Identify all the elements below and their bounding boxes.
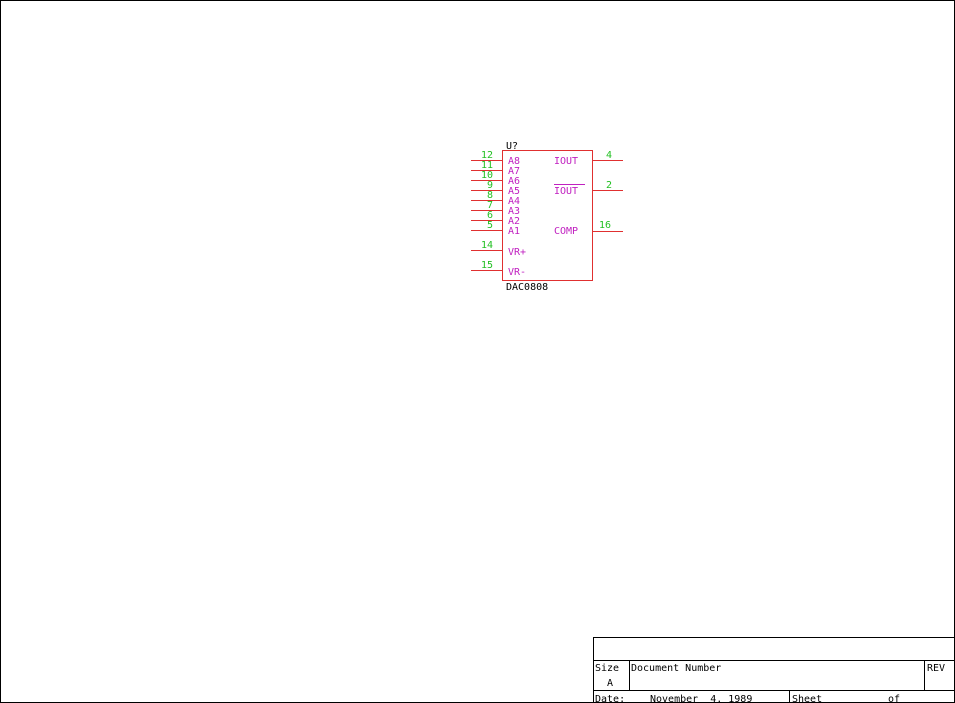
pin-number: 11: [481, 160, 493, 171]
pin-name: VR-: [508, 267, 526, 278]
pin-name: IOUT: [554, 186, 578, 197]
document-number-label: Document Number: [631, 663, 721, 674]
pin-number: 5: [487, 220, 493, 231]
component-refdes: U?: [506, 141, 518, 152]
pin-number: 15: [481, 260, 493, 271]
pin-name: VR+: [508, 247, 526, 258]
sheet-label: Sheet: [792, 694, 822, 703]
pin-number: 9: [487, 180, 493, 191]
size-value: A: [607, 678, 613, 689]
pin-name: IOUT: [554, 156, 578, 167]
component-body: [502, 150, 593, 281]
pin-number: 12: [481, 150, 493, 161]
of-label: of: [888, 694, 900, 703]
pin-name: A2: [508, 216, 520, 227]
pin-number: 6: [487, 210, 493, 221]
date-value: November 4, 1989: [650, 694, 752, 703]
right-pin-lines: [593, 160, 623, 232]
size-label: Size: [595, 663, 619, 674]
dac0808-component[interactable]: U? DAC0808 12 11 10 9 8 7 6 5 14 15 A8 A…: [471, 141, 623, 293]
pin-name: A1: [508, 226, 520, 237]
date-label: Date:: [595, 694, 625, 703]
pin-name: A4: [508, 196, 520, 207]
pin-name: A6: [508, 176, 520, 187]
rev-label: REV: [927, 663, 945, 674]
pin-number: 8: [487, 190, 493, 201]
pin-name: A7: [508, 166, 520, 177]
pin-number: 2: [606, 180, 612, 191]
pin-number: 10: [481, 170, 493, 181]
left-pin-lines: [471, 160, 502, 271]
pin-number: 7: [487, 200, 493, 211]
pin-name: A3: [508, 206, 520, 217]
component-part-name: DAC0808: [506, 282, 548, 293]
pin-number: 16: [599, 220, 611, 231]
pin-name: A8: [508, 156, 520, 167]
pin-number: 4: [606, 150, 612, 161]
pin-name: COMP: [554, 226, 578, 237]
title-block: [593, 637, 955, 703]
pin-name: A5: [508, 186, 520, 197]
pin-number: 14: [481, 240, 493, 251]
